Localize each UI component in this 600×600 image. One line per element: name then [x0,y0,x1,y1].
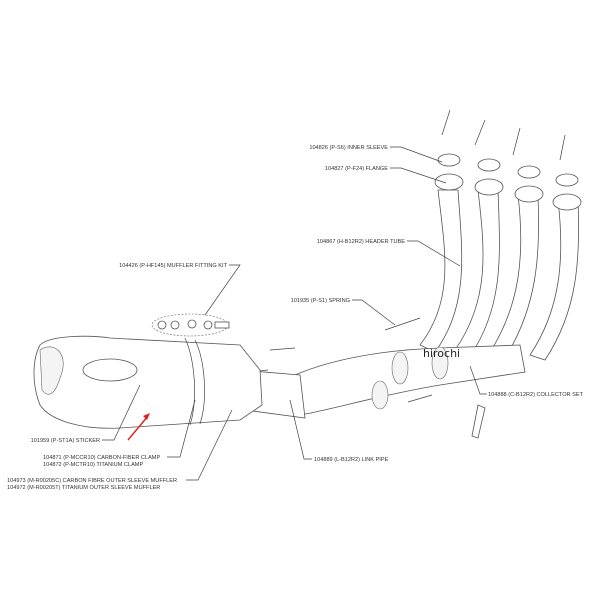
header-tubes [419,189,579,361]
collector-set [294,344,526,416]
leader-lines [102,146,487,481]
label-link-pipe: 104889 (L-B12R2) LINK PIPE [314,457,389,463]
muffler-fitting-kit [151,313,230,337]
label-header-tube: 104867 (H-B12R2) HEADER TUBE [317,239,405,245]
label-spring: 101935 (P-S1) SPRING [291,298,350,304]
label-sticker: 101959 (P-ST1A) STICKER [31,438,100,444]
label-titanium-muffler: 104972 (M-R00205T) TITANIUM OUTER SLEEVE… [7,485,160,491]
label-carbon-muffler: 104973 (M-R00205C) CARBON FIBRE OUTER SL… [7,478,177,484]
label-inner-sleeve: 104826 (P-S6) INNER SLEEVE [309,145,388,151]
brand-logo [82,358,138,382]
label-titanium-clamp: 104872 (P-MCTR10) TITANIUM CLAMP [43,462,143,468]
flanges-and-sleeves [434,153,582,211]
label-carbon-clamp: 104871 (P-MCCR10) CARBON-FIBER CLAMP [43,455,160,461]
sticker-tube [471,404,486,439]
label-muffler-fitting-kit: 104426 (P-HF145) MUFFLER FITTING KIT [119,263,227,269]
red-arrow-icon [127,413,150,441]
muffler [33,335,263,429]
label-collector-set: 104888 (C-B12R2) COLLECTOR SET [488,392,584,398]
watermark: hirochi [423,347,460,360]
label-flange: 104827 (P-F24) FLANGE [325,166,388,172]
